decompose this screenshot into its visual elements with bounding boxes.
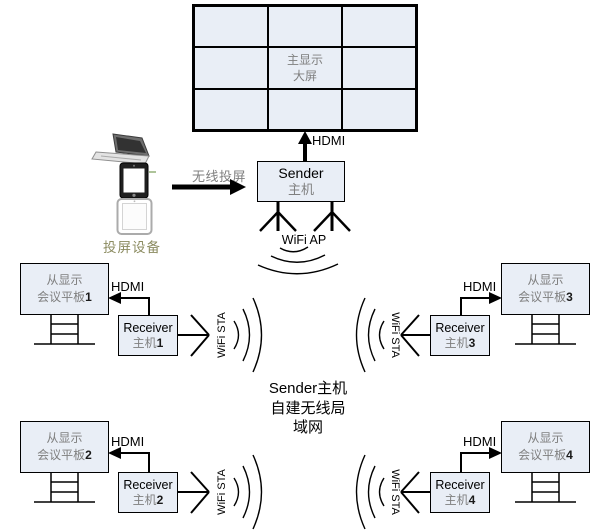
wifi-sta-label-2: WiFi STA	[216, 469, 228, 515]
wifi-waves-icon-3	[355, 297, 385, 373]
receiver-3-subtitle: 主机3	[444, 335, 476, 350]
wifi-ap-label: WiFi AP	[281, 233, 327, 247]
slave-display-2: 从显示 会议平板2	[20, 421, 109, 473]
antenna-icon	[259, 202, 351, 232]
wifi-sta-label-4: WiFi STA	[389, 469, 401, 515]
hdmi-label-1: HDMI	[111, 279, 145, 294]
hdmi-connector-2	[108, 447, 150, 472]
display-stand-4	[515, 473, 576, 503]
sta-antenna-3	[400, 314, 430, 357]
slave-display-1-line2: 会议平板1	[37, 290, 92, 304]
sender-subtitle: 主机	[287, 182, 314, 197]
slave-display-1-line1: 从显示	[46, 273, 83, 287]
slave-display-3-line2: 会议平板3	[518, 290, 573, 304]
slave-display-4-line1: 从显示	[527, 431, 564, 445]
cast-devices-label: 投屏设备	[103, 240, 161, 255]
slave-display-4: 从显示 会议平板4	[501, 421, 590, 473]
sender-name: Sender	[278, 165, 324, 181]
slave-display-2-line1: 从显示	[46, 431, 83, 445]
videowall-cell	[342, 88, 416, 130]
network-note-line2: 自建无线局	[270, 399, 346, 417]
receiver-node-1: Receiver 主机1	[118, 315, 178, 356]
videowall-cell	[268, 6, 342, 48]
slave-display-3-line1: 从显示	[527, 273, 564, 287]
tablet-icon	[116, 198, 153, 235]
hdmi-connector-3	[460, 292, 502, 315]
hdmi-label-2: HDMI	[111, 434, 145, 449]
wifi-sta-label-3: WiFi STA	[389, 312, 401, 358]
hdmi-label-main: HDMI	[312, 133, 346, 148]
wifi-sta-label-1: WiFi STA	[216, 312, 228, 358]
receiver-1-name: Receiver	[123, 320, 173, 335]
smartphone-icon	[119, 162, 149, 199]
slave-display-1: 从显示 会议平板1	[20, 263, 109, 315]
network-note-line3: 域网	[292, 419, 323, 436]
display-stand-3	[515, 315, 576, 345]
sta-antenna-2	[178, 471, 210, 514]
hdmi-connector-1	[108, 292, 150, 315]
hdmi-label-3: HDMI	[463, 279, 497, 294]
hdmi-label-4: HDMI	[463, 434, 497, 449]
laptop-icon	[91, 133, 150, 165]
display-stand-1	[34, 315, 95, 345]
wifi-waves-icon-1	[233, 297, 263, 373]
receiver-3-name: Receiver	[435, 320, 485, 335]
videowall-cell	[342, 6, 416, 48]
network-note: Sender主机 自建无线局 域网	[228, 379, 388, 438]
receiver-4-subtitle: 主机4	[444, 492, 476, 507]
receiver-4-name: Receiver	[435, 477, 485, 492]
sta-antenna-1	[178, 314, 210, 357]
receiver-node-4: Receiver 主机4	[430, 472, 490, 513]
slave-display-2-line2: 会议平板2	[37, 448, 92, 462]
slave-display-4-line2: 会议平板4	[518, 448, 573, 462]
decorative-dash	[149, 171, 156, 173]
receiver-2-subtitle: 主机2	[132, 492, 164, 507]
sender-node: Sender 主机	[257, 161, 345, 202]
display-stand-2	[34, 473, 95, 503]
wifi-waves-icon	[257, 246, 339, 275]
videowall-cell	[194, 6, 268, 48]
network-note-line1: Sender主机	[268, 380, 348, 397]
sta-antenna-4	[400, 471, 430, 514]
videowall-cell	[194, 88, 268, 130]
main-display-label-line1: 主显示	[286, 52, 323, 67]
wireless-cast-label: 无线投屏	[192, 169, 247, 184]
receiver-2-name: Receiver	[123, 477, 173, 492]
wifi-waves-icon-2	[233, 454, 263, 530]
receiver-node-3: Receiver 主机3	[430, 315, 490, 356]
videowall-center-cell: 主显示 大屏	[268, 47, 342, 89]
wifi-waves-icon-4	[355, 454, 385, 530]
main-display-label-line2: 大屏	[292, 68, 317, 83]
hdmi-connector-4	[460, 447, 502, 472]
hdmi-arrow-main	[298, 131, 312, 161]
videowall-cell	[194, 47, 268, 89]
videowall-cell	[268, 88, 342, 130]
receiver-1-subtitle: 主机1	[132, 335, 164, 350]
receiver-node-2: Receiver 主机2	[118, 472, 178, 513]
slave-display-3: 从显示 会议平板3	[501, 263, 590, 315]
videowall-cell	[342, 47, 416, 89]
main-display-videowall: 主显示 大屏	[192, 4, 418, 132]
